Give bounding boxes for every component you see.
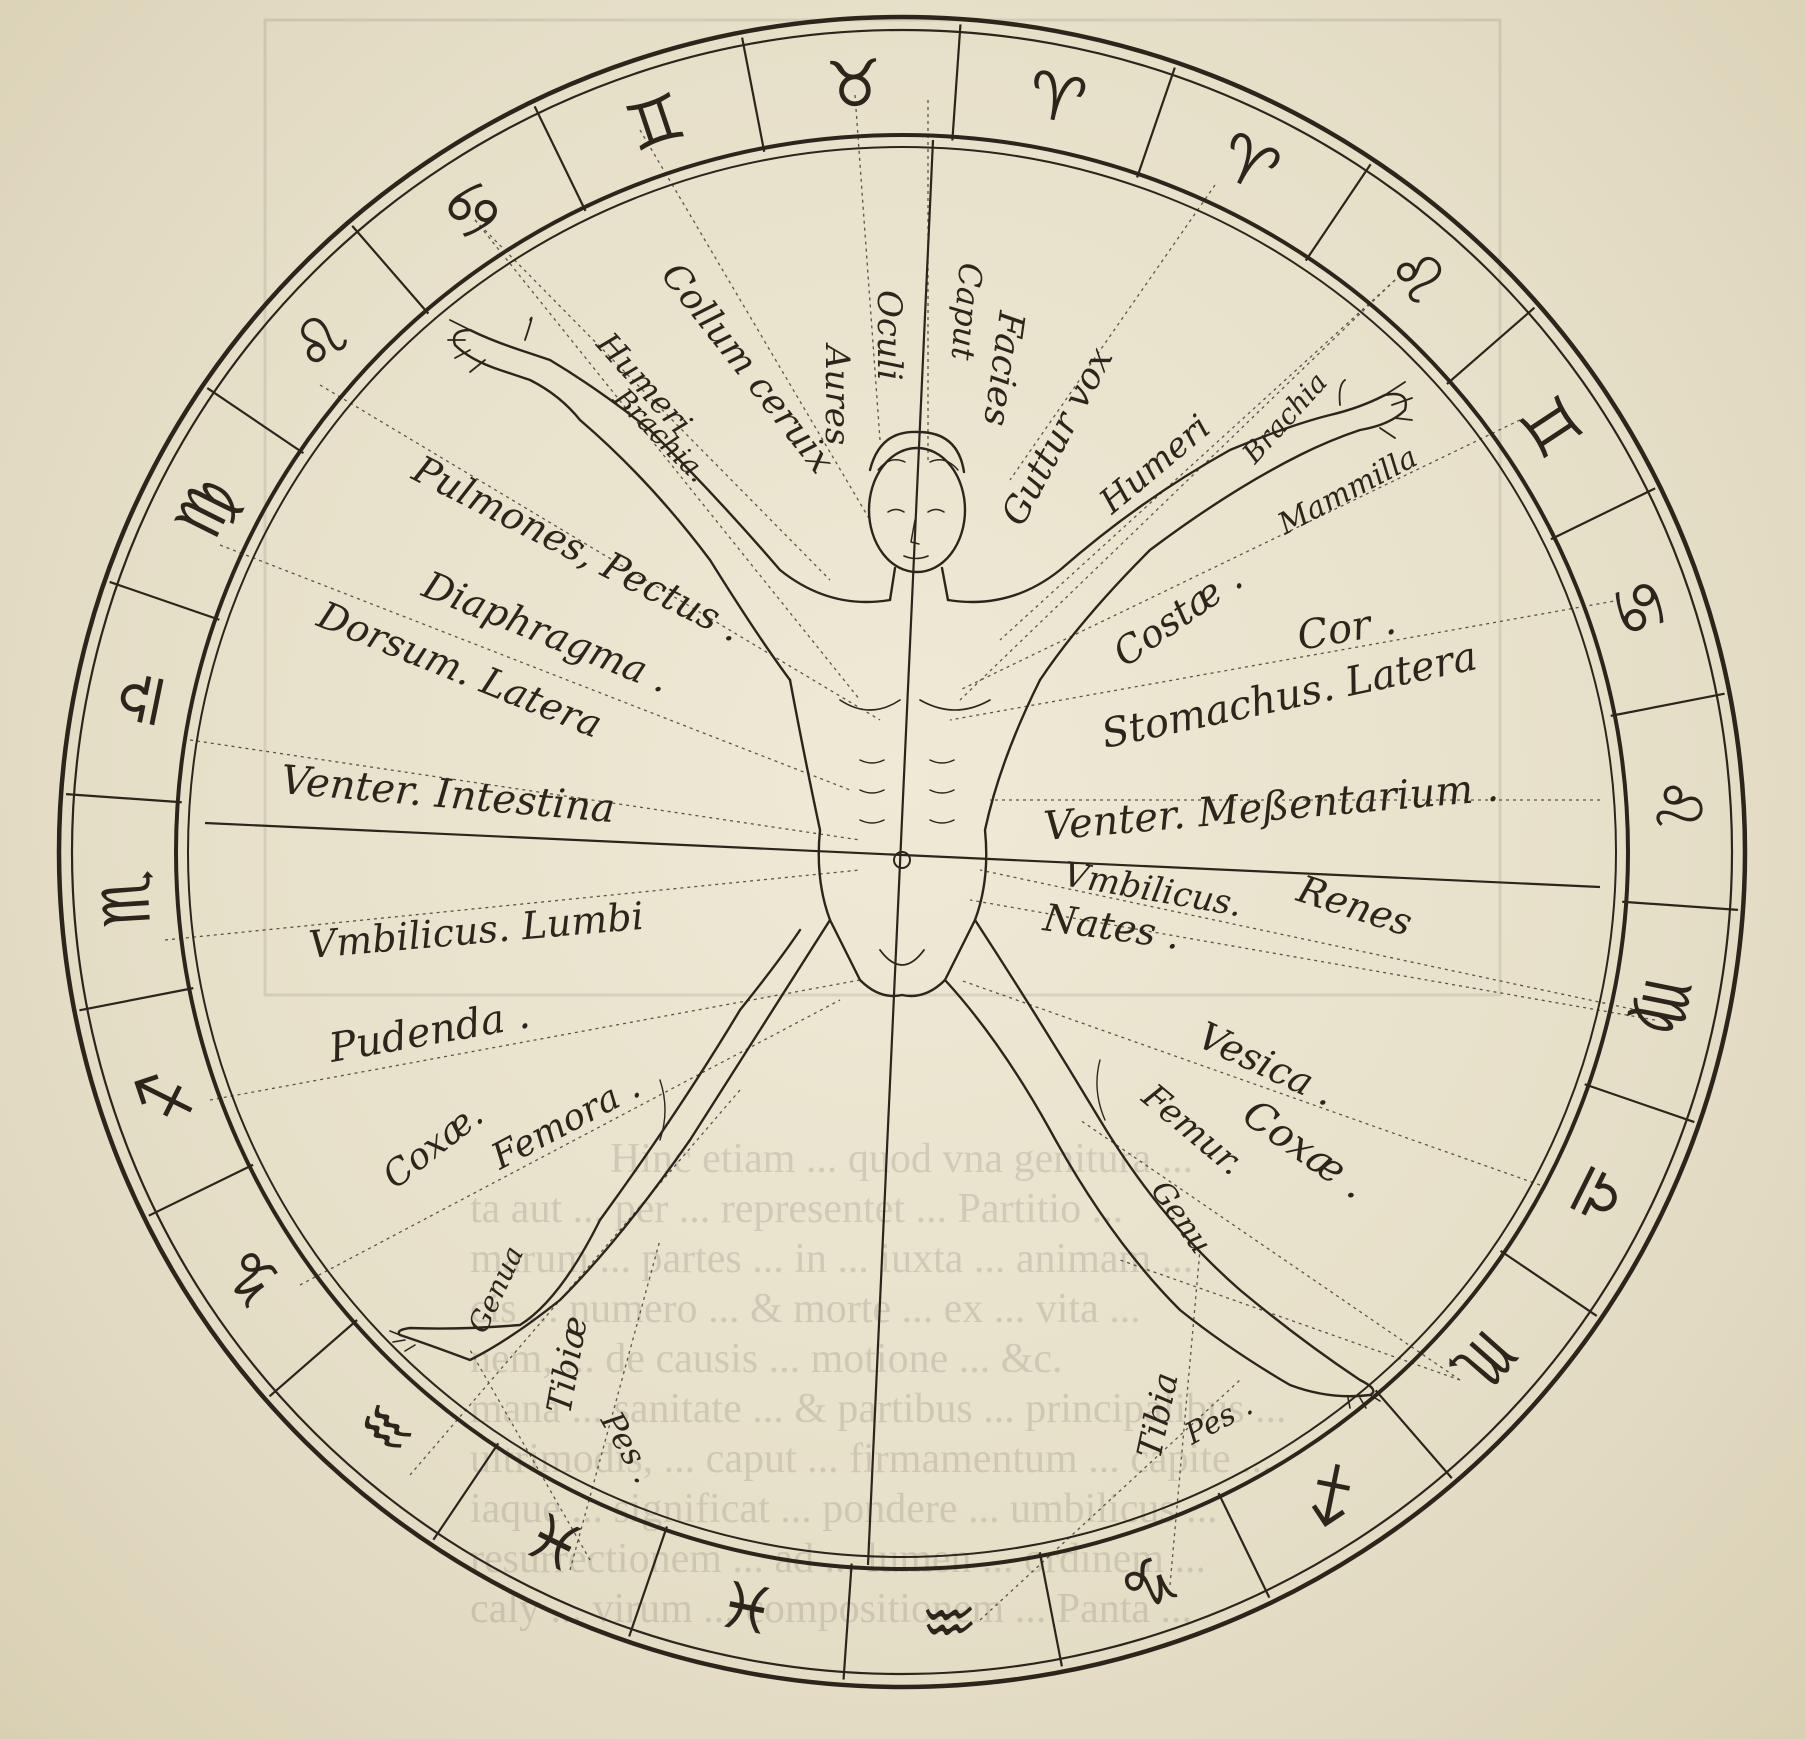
horizontal-axis bbox=[204, 821, 1601, 889]
figure-eyes bbox=[887, 508, 945, 513]
sector-divider bbox=[65, 793, 182, 804]
sector-divider bbox=[79, 987, 194, 1012]
sector-divider bbox=[533, 105, 587, 212]
aquarius-icon: ♒ bbox=[342, 1381, 434, 1474]
cancer-icon: ♋ bbox=[1594, 569, 1682, 647]
sector-divider bbox=[1584, 1083, 1695, 1124]
sector-divider bbox=[842, 1563, 853, 1680]
sector-divider bbox=[1610, 692, 1725, 717]
gemini-icon: ♊ bbox=[617, 79, 695, 167]
bleed-text-line: Hinc etiam ... quod vna genitura ... bbox=[610, 1136, 1193, 1182]
label-coxae-right: Coxæ . bbox=[1234, 1091, 1375, 1209]
dotted-rays bbox=[164, 94, 1661, 1621]
capricorn-icon: ♑ bbox=[208, 1232, 301, 1321]
aries-icon: ♈ bbox=[1206, 119, 1290, 211]
sector-divider bbox=[351, 225, 430, 315]
leo-icon: ♌ bbox=[1370, 230, 1462, 323]
bleed-text-line: marum ... partes ... in ... iuxta ... an… bbox=[470, 1236, 1193, 1282]
bleed-text-line: caly ... virum ... compositionem ... Pan… bbox=[470, 1586, 1192, 1632]
figure-left-leg bbox=[397, 918, 832, 1362]
cancer-icon: ♋ bbox=[429, 165, 518, 258]
sagittarius-icon: ♐ bbox=[1286, 1446, 1375, 1539]
sector-divider bbox=[268, 1319, 358, 1398]
label-venter-intestina: Venter. Intestina bbox=[279, 757, 617, 832]
label-cor: Cor . bbox=[1294, 597, 1400, 660]
figure-hair bbox=[868, 430, 966, 474]
gemini-icon: ♊ bbox=[1502, 384, 1595, 473]
libra-icon: ♎ bbox=[1551, 1153, 1643, 1237]
sector-divider bbox=[1136, 67, 1176, 178]
sector-divider bbox=[1304, 163, 1372, 262]
label-aures: Aures bbox=[817, 342, 857, 445]
virgo-icon: ♍ bbox=[162, 467, 254, 551]
sector-divider bbox=[951, 24, 962, 141]
sector-divider bbox=[206, 387, 305, 455]
outer-ring-2 bbox=[70, 28, 1734, 1676]
scorpio-icon: ♏ bbox=[1436, 1315, 1529, 1407]
aries-icon: ♈ bbox=[1021, 57, 1092, 141]
label-vmbilicus-lumbi: Vmbilicus. Lumbi bbox=[307, 894, 645, 967]
label-mammilla: Mammilla bbox=[1271, 440, 1423, 543]
sector-divider bbox=[1374, 1389, 1453, 1479]
sector-dividers bbox=[65, 24, 1739, 1680]
human-figure bbox=[389, 316, 1413, 1409]
main-axes bbox=[204, 139, 1601, 1566]
bleed-text-line: nem, ... de causis ... motione ... &c. bbox=[470, 1336, 1063, 1382]
sector-divider bbox=[1446, 306, 1536, 385]
leo-icon: ♌ bbox=[1638, 774, 1715, 836]
sagittarius-icon: ♐ bbox=[122, 1057, 210, 1135]
outer-ring-1 bbox=[56, 14, 1748, 1690]
bleed-text-line: iaque ... significat ... pondere ... umb… bbox=[470, 1486, 1218, 1532]
inner-ring-1 bbox=[174, 133, 1630, 1571]
inner-ring-2 bbox=[187, 146, 1617, 1558]
sector-divider bbox=[148, 1163, 254, 1217]
sector-divider bbox=[628, 1526, 668, 1637]
figure-right-arm bbox=[946, 392, 1407, 682]
sector-divider bbox=[1622, 900, 1739, 911]
virgo-icon: ♍ bbox=[1620, 970, 1704, 1041]
navel-center-mark bbox=[893, 851, 911, 869]
figure-left-arm bbox=[452, 328, 892, 682]
bleed-through-text: Hinc etiam ... quod vna genitura ...ta a… bbox=[470, 1136, 1287, 1632]
sector-divider bbox=[1038, 1552, 1063, 1667]
label-coxae-left: Coxæ. bbox=[375, 1094, 491, 1197]
label-venter-messentarium: Venter. Meßentarium . bbox=[1042, 764, 1501, 850]
sector-divider bbox=[109, 580, 220, 621]
bleed-text-line: ta aut ... per ... representet ... Parti… bbox=[470, 1186, 1123, 1232]
sector-divider bbox=[1499, 1249, 1598, 1317]
label-pudenda: Pudenda . bbox=[325, 991, 534, 1072]
aquarius-icon: ♒ bbox=[918, 1580, 980, 1657]
figure-torso bbox=[788, 678, 1042, 998]
zodiac-rings bbox=[56, 14, 1748, 1690]
bleed-text-line: mana ... sanitate ... & partibus ... pri… bbox=[470, 1386, 1287, 1432]
sector-divider bbox=[1217, 1492, 1271, 1599]
label-oculi: Oculi bbox=[869, 290, 909, 381]
sector-divider bbox=[432, 1442, 500, 1541]
leo-icon: ♌ bbox=[274, 297, 367, 389]
sector-divider bbox=[1550, 487, 1656, 541]
figure-head bbox=[867, 446, 967, 574]
scorpio-icon: ♏ bbox=[89, 868, 166, 930]
bleed-text-line: cis ... numero ... & morte ... ex ... vi… bbox=[470, 1286, 1141, 1332]
libra-icon: ♎ bbox=[100, 663, 184, 734]
label-humeri-right: Humeri bbox=[1091, 407, 1218, 523]
taurus-icon: ♉ bbox=[824, 47, 886, 124]
label-caput: Caput bbox=[944, 261, 990, 362]
sector-divider bbox=[741, 37, 766, 152]
bleed-text-line: resurrectionem ... ad ... lumen ... ordi… bbox=[470, 1536, 1206, 1582]
